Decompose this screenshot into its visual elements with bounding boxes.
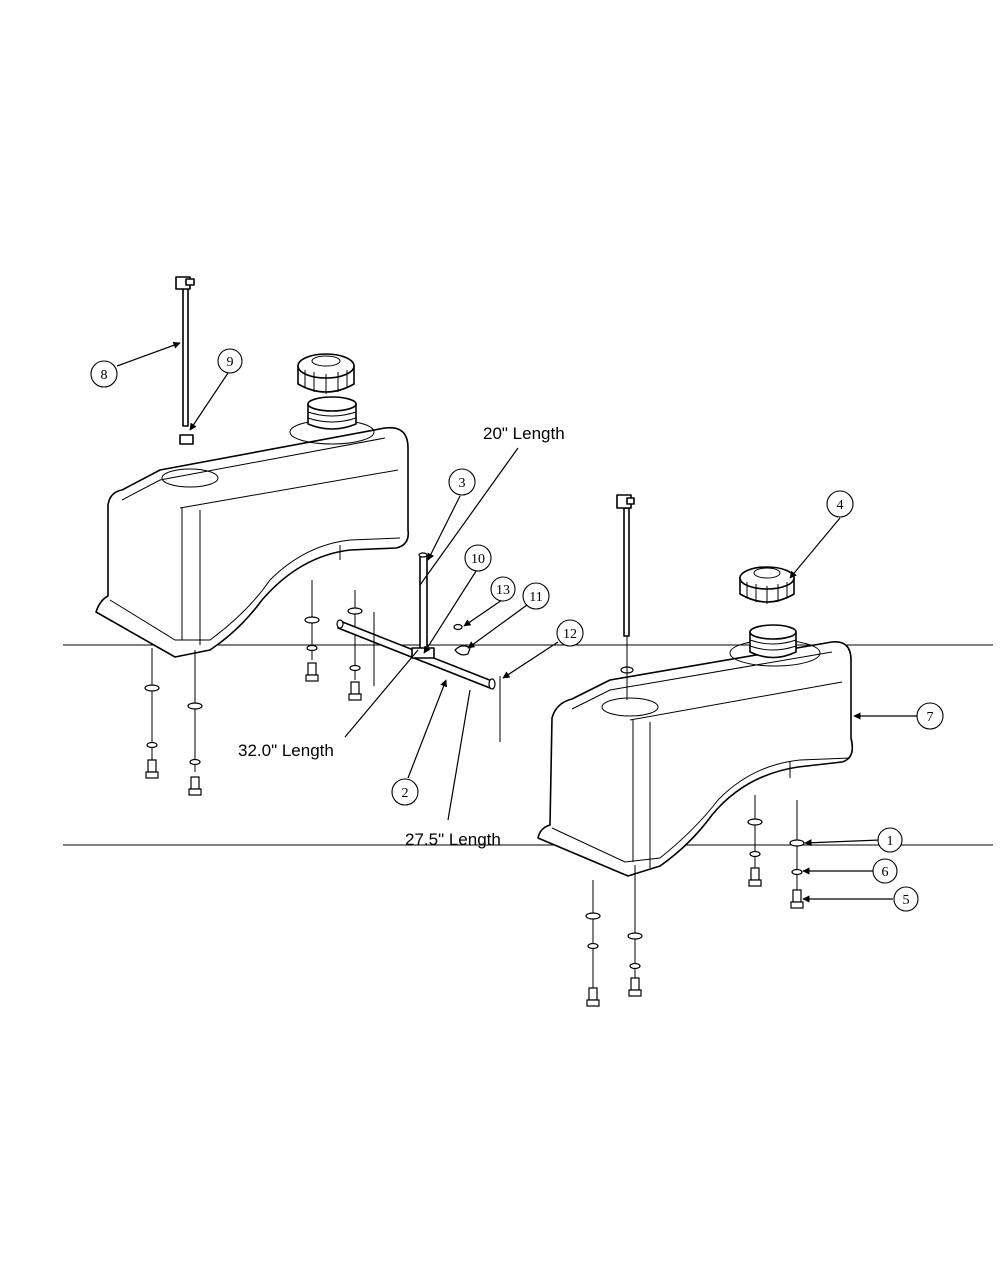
callout-label: 13 [496,583,510,598]
callout-12: 12 [556,619,584,647]
fuel-pickup-tube-right [616,494,635,700]
callout-9: 9 [217,348,243,374]
callout-label: 5 [903,893,910,908]
callout-11: 11 [522,582,550,610]
leader-lines [116,341,918,903]
fuel-cap-left [297,353,355,394]
filler-neck-right [749,624,797,659]
callout-3: 3 [448,468,476,496]
callout-label: 2 [402,786,409,801]
callout-1: 1 [877,827,903,853]
callout-label: 3 [459,476,466,491]
fuel-tank-right [537,639,854,877]
mounting-hardware-left-tank [144,580,363,796]
hose-length-20-label: 20" Length [483,424,565,443]
callout-label: 8 [101,368,108,383]
callout-label: 9 [227,355,234,370]
callout-label: 11 [529,590,542,605]
callout-label: 1 [887,834,894,849]
callout-5: 5 [893,886,919,912]
callout-6: 6 [872,858,898,884]
callout-2: 2 [391,778,419,806]
fuel-line-assembly [336,552,501,742]
filler-neck-left [307,396,357,430]
callout-label: 7 [927,710,934,725]
hose-length-27-label: 27.5" Length [405,830,501,849]
callout-label: 6 [882,865,889,880]
callout-8: 8 [90,360,118,388]
mounting-hardware-right-tank [585,795,805,1007]
fuel-pickup-tube-left [175,276,195,427]
callout-label: 4 [837,498,844,513]
callout-label: 12 [563,627,577,642]
callout-13: 13 [490,576,516,602]
grommet-left [179,434,194,445]
fuel-cap-right [739,566,795,604]
callout-7: 7 [916,702,944,730]
hose-length-32-label: 32.0" Length [238,741,334,760]
callout-10: 10 [464,544,492,572]
callout-4: 4 [826,490,854,518]
callout-label: 10 [471,552,485,567]
fuel-tank-left [95,419,410,658]
